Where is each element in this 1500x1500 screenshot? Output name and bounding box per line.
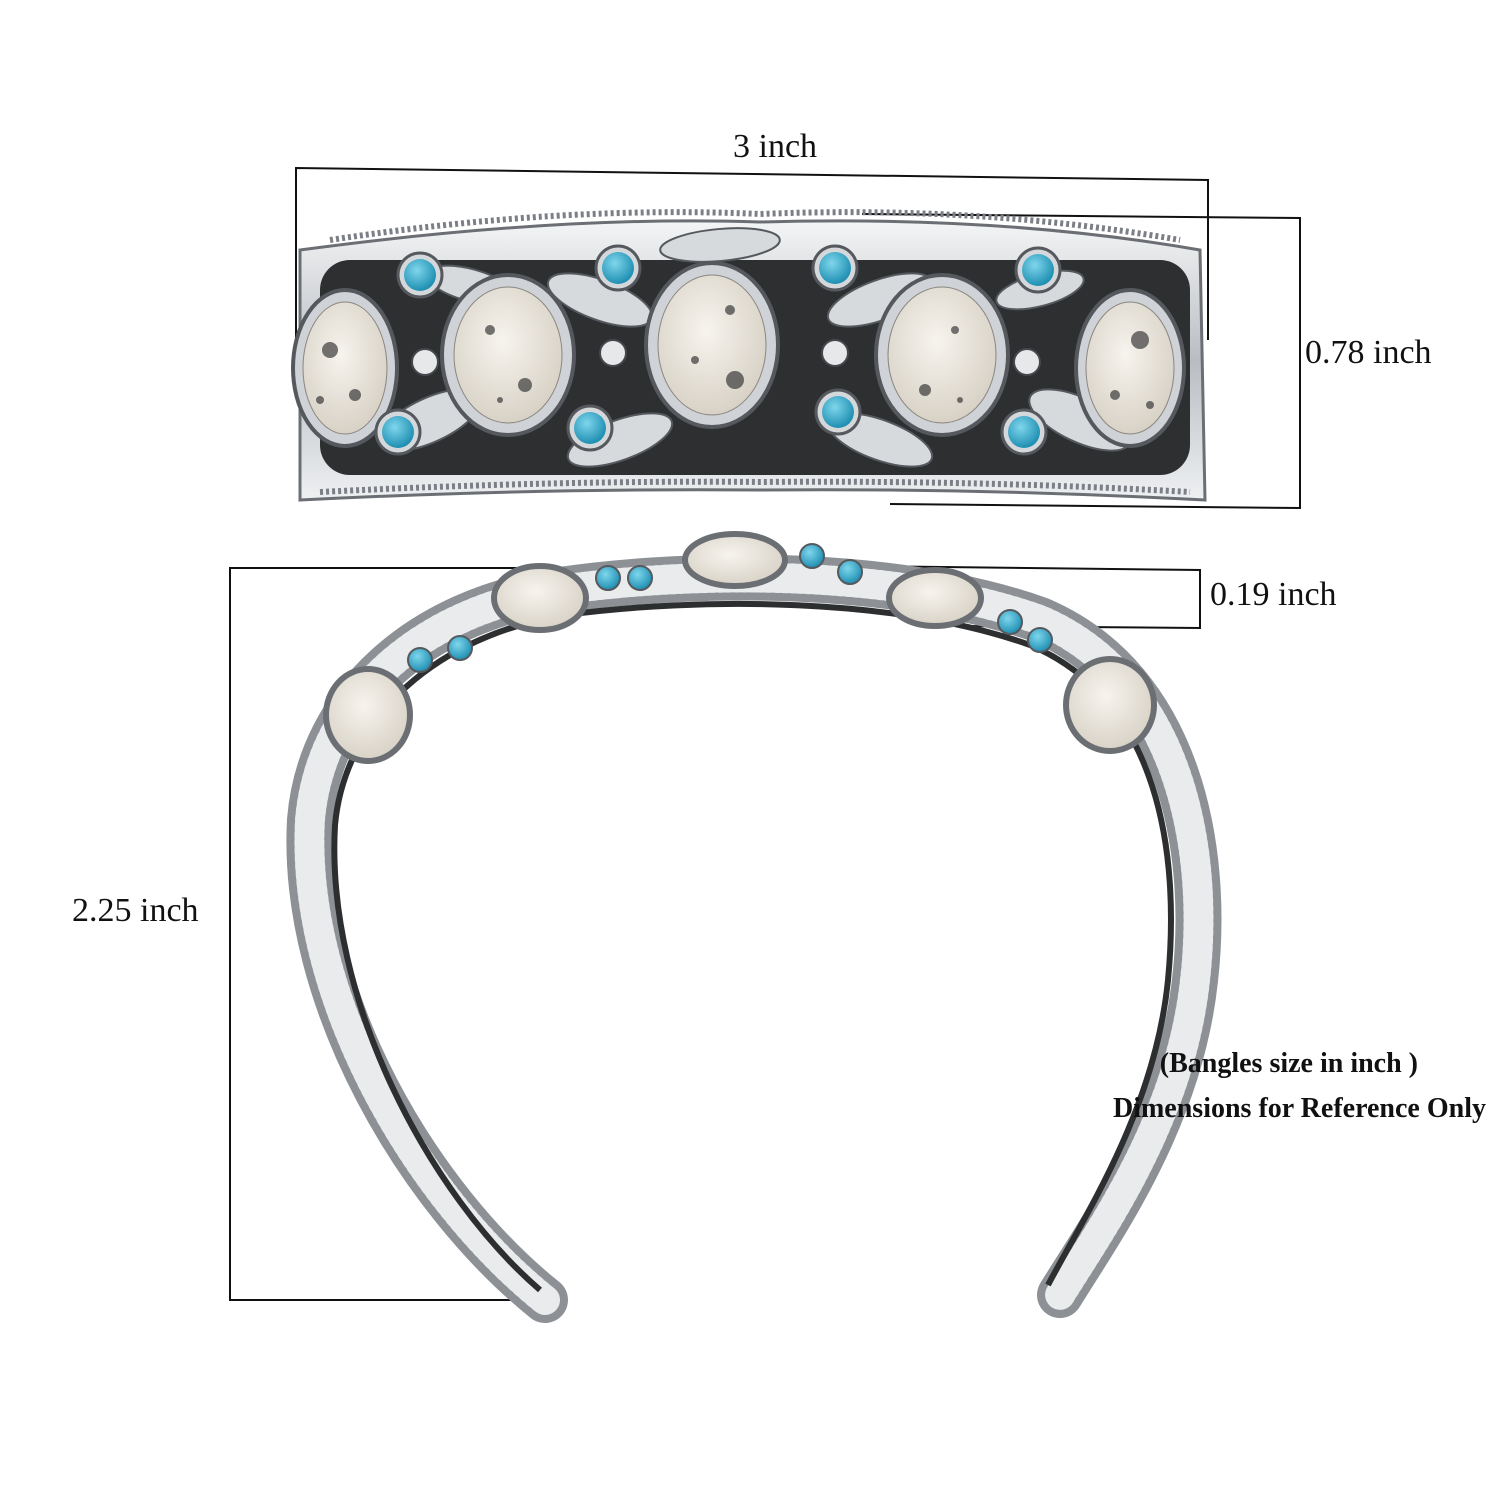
turquoise-stone: [627, 565, 653, 591]
white-stone: [323, 666, 413, 764]
white-stone: [1063, 656, 1157, 754]
turquoise-stone: [396, 251, 444, 299]
white-stone: [491, 563, 589, 633]
turquoise-stone: [594, 244, 642, 292]
white-stone: [302, 301, 388, 435]
white-stone: [657, 274, 767, 416]
turquoise-stone: [837, 559, 863, 585]
white-stones: [291, 261, 1186, 448]
turquoise-stone: [811, 244, 859, 292]
turquoise-stone: [595, 565, 621, 591]
width-dimension-line: [295, 166, 1209, 340]
cuff-side-band-inner: [331, 600, 1174, 1293]
height-dimension-line: [861, 213, 1301, 510]
side-turquoise-stones: [407, 543, 1053, 673]
turquoise-stone: [997, 609, 1023, 635]
flower-ornament: [599, 339, 627, 367]
turquoise-stone: [566, 404, 614, 452]
flower-ornament: [1013, 348, 1041, 376]
white-stone: [682, 531, 788, 589]
inner-diameter-dimension-label: 2.25 inch: [72, 892, 199, 929]
white-stone: [886, 567, 984, 629]
turquoise-stone: [407, 647, 433, 673]
leaf-ornament: [659, 227, 781, 263]
stone-matrix-flecks: [316, 305, 1154, 409]
dimension-lines: [229, 166, 1301, 1301]
height-dimension-label: 0.78 inch: [1305, 334, 1432, 371]
white-stone: [1085, 301, 1175, 435]
inner-dimension-line: [229, 567, 560, 1301]
flower-ornament: [821, 339, 849, 367]
turquoise-stone: [799, 543, 825, 569]
size-unit-note: (Bangles size in inch ): [1159, 1048, 1418, 1079]
turquoise-stone: [1000, 408, 1048, 456]
cuff-bottom-rope-edge: [319, 478, 1191, 495]
turquoise-stone: [1014, 246, 1062, 294]
width-dimension-label: 3 inch: [733, 128, 818, 165]
thickness-dimension-label: 0.19 inch: [1210, 576, 1337, 613]
flower-ornament: [411, 348, 439, 376]
turquoise-stones: [374, 244, 1062, 456]
cuff-side-view: [286, 531, 1222, 1323]
reference-disclaimer-note: Dimensions for Reference Only: [1112, 1093, 1486, 1124]
turquoise-stone: [374, 408, 422, 456]
leaf-ornament: [566, 412, 674, 468]
white-stone: [453, 286, 563, 424]
cuff-top-rope-edge: [329, 209, 1181, 243]
cuff-front-view: [291, 209, 1207, 502]
turquoise-stone: [447, 635, 473, 661]
cuff-side-band-texture: [294, 562, 1214, 1315]
turquoise-stone: [1027, 627, 1053, 653]
side-white-stones: [323, 531, 1157, 764]
flower-ornaments: [411, 339, 1041, 376]
white-stone: [887, 286, 997, 424]
turquoise-stone: [814, 388, 862, 436]
